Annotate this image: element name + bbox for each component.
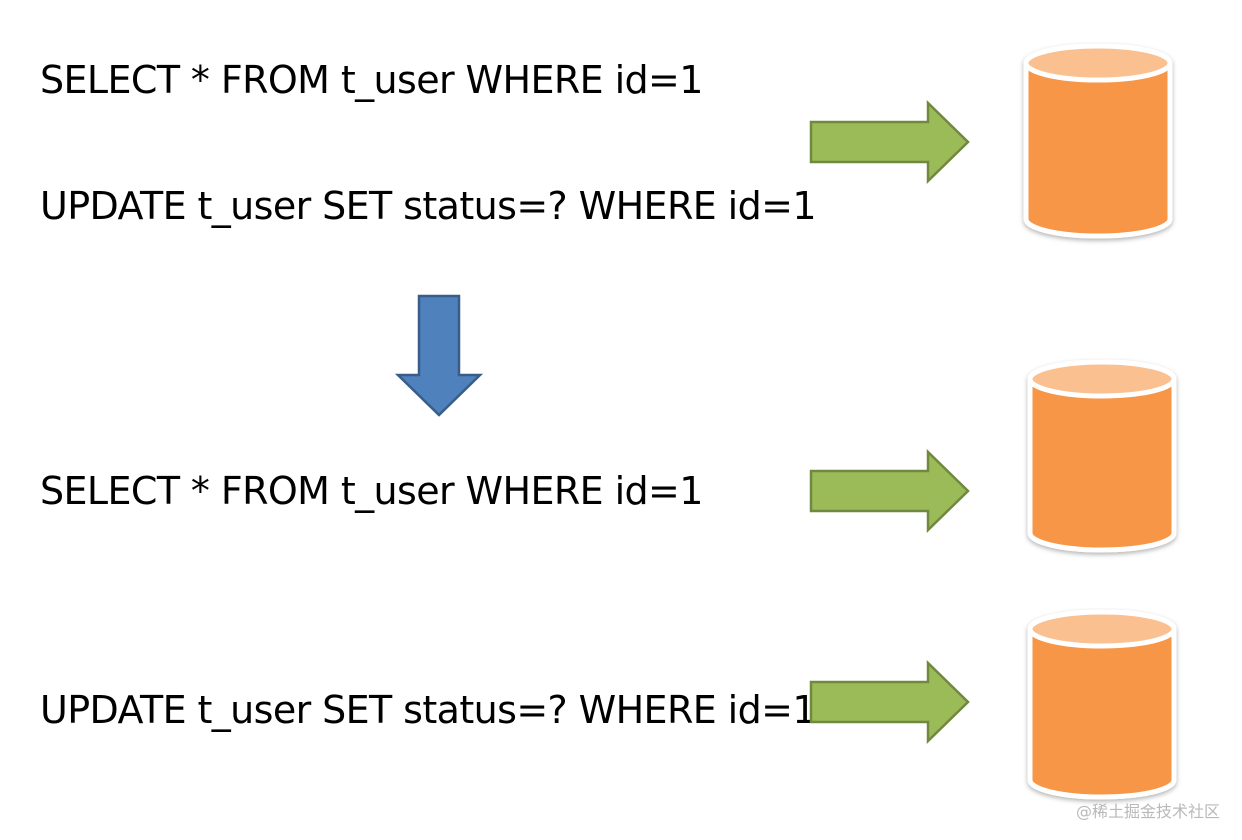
right-arrow-icon xyxy=(809,100,970,184)
update-statement-1: UPDATE t_user SET status=? WHERE id=1 xyxy=(40,184,817,228)
update-statement-2: UPDATE t_user SET status=? WHERE id=1 xyxy=(40,688,817,732)
select-statement-2: SELECT * FROM t_user WHERE id=1 xyxy=(40,469,703,513)
database-cylinder-icon xyxy=(1027,359,1177,553)
database-cylinder-icon xyxy=(1027,609,1177,800)
select-statement-1: SELECT * FROM t_user WHERE id=1 xyxy=(40,58,703,102)
right-arrow-icon xyxy=(809,660,970,744)
database-cylinder-icon xyxy=(1023,43,1173,239)
right-arrow-icon xyxy=(809,449,970,533)
watermark: @稀土掘金技术社区 xyxy=(1075,802,1220,821)
down-arrow-icon xyxy=(395,294,484,417)
